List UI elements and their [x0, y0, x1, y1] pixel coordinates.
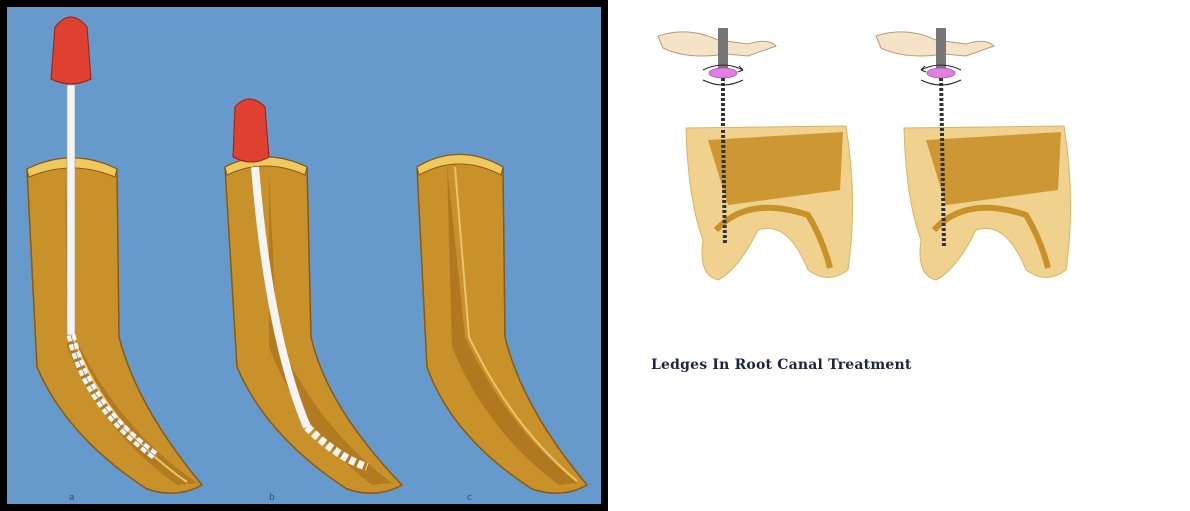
ledge-figure-1: [658, 28, 853, 280]
file-handle-b: [233, 99, 269, 162]
rubber-stop-1: [709, 68, 737, 78]
illustration-caption: Ledges In Root Canal Treatment: [651, 357, 912, 373]
rubber-stop-2: [927, 68, 955, 78]
figure-label-a: a: [69, 493, 75, 503]
tooth-root-b: b: [225, 99, 402, 503]
file-handle-a: [51, 17, 91, 84]
hand-icon-2: [876, 32, 994, 56]
tooth-root-a: a: [27, 17, 202, 503]
ledge-formation-illustration: [608, 0, 1190, 340]
ledge-figure-2: [876, 28, 1071, 280]
tooth-root-c: c: [417, 155, 587, 504]
left-illustration-panel: a b c: [0, 0, 608, 511]
figure-label-b: b: [269, 493, 275, 503]
root-canal-files-illustration: a b c: [7, 7, 601, 504]
right-illustration-panel: Ledges In Root Canal Treatment: [608, 0, 1190, 511]
hand-icon-1: [658, 32, 776, 56]
figure-label-c: c: [467, 493, 472, 503]
